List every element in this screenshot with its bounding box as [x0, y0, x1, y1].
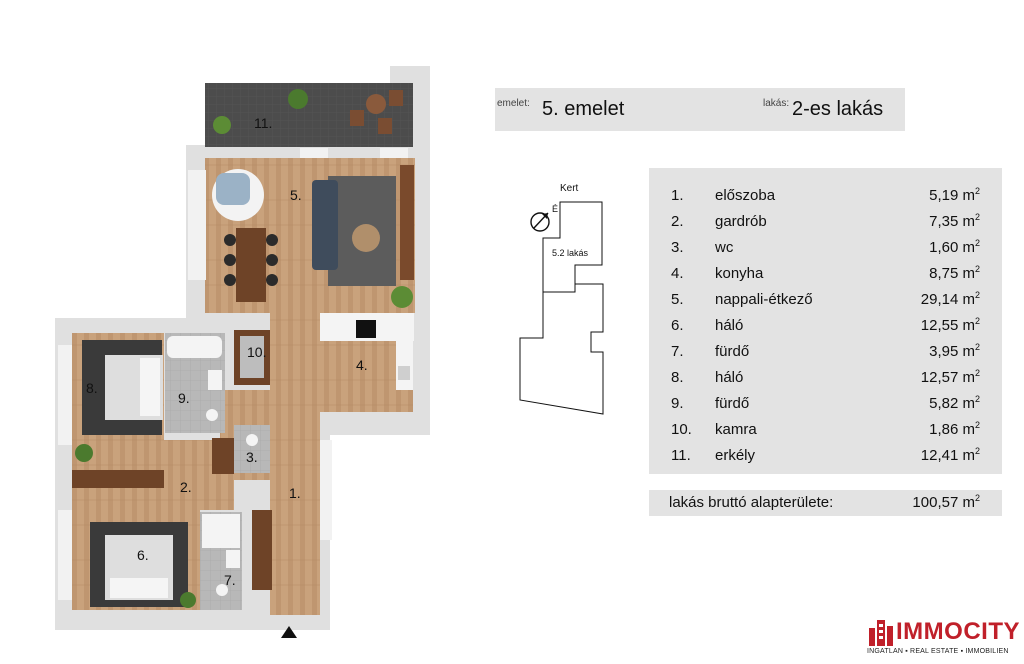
plan-label-2: 2.: [180, 479, 192, 495]
room-wc: [234, 425, 270, 473]
room-area-table: 1. előszoba 5,19 m2 2. gardrób 7,35 m2 3…: [649, 168, 1002, 474]
hall-wardrobe: [252, 510, 272, 590]
building-outline: [542, 201, 603, 293]
balcony-table-icon: [350, 90, 403, 134]
room-row: 8. háló 12,57 m2: [649, 364, 1002, 390]
plan-label-8: 8.: [86, 380, 98, 396]
unit-label: lakás:: [763, 98, 790, 109]
room-row: 11. erkély 12,41 m2: [649, 442, 1002, 468]
room-row: 5. nappali-étkező 29,14 m2: [649, 286, 1002, 312]
compass-icon: [530, 212, 550, 232]
balcony-plant-icon: [213, 89, 308, 134]
room-number: 5.: [671, 291, 684, 308]
room-row: 2. gardrób 7,35 m2: [649, 208, 1002, 234]
total-area-label: lakás bruttó alapterülete:: [669, 494, 834, 511]
room-area: 3,95 m2: [929, 342, 980, 361]
logo-name: IMMOCITY: [896, 618, 1020, 645]
garden-label: Kert: [560, 183, 579, 194]
floor-label: emelet:: [497, 98, 530, 109]
room-row: 1. előszoba 5,19 m2: [649, 182, 1002, 208]
floor-plan: 1. 2. 3. 4. 5. 6. 7. 8. 9. 10. 11.: [55, 66, 430, 638]
unit-value: 2-es lakás: [792, 98, 884, 120]
bed-icon: [90, 522, 188, 607]
room-area: 8,75 m2: [929, 264, 980, 283]
room-number: 11.: [671, 447, 691, 464]
room-area: 12,41 m2: [920, 446, 980, 465]
building-logo-icon: [869, 620, 893, 646]
room-area: 5,82 m2: [929, 394, 980, 413]
room-area: 1,60 m2: [929, 238, 980, 257]
armchair-icon: [212, 169, 264, 221]
room-number: 9.: [671, 395, 684, 412]
room-name: nappali-étkező: [715, 291, 813, 308]
room-area: 12,55 m2: [920, 316, 980, 335]
room-hall: [270, 313, 320, 615]
immocity-logo: IMMOCITY INGATLAN ▪ REAL ESTATE ▪ IMMOBI…: [866, 618, 1020, 660]
room-row: 10. kamra 1,86 m2: [649, 416, 1002, 442]
logo-tagline: INGATLAN ▪ REAL ESTATE ▪ IMMOBILIEN: [867, 648, 1009, 655]
room-balcony: [205, 83, 413, 147]
room-area: 7,35 m2: [929, 212, 980, 231]
plan-label-1: 1.: [289, 485, 301, 501]
room-area: 29,14 m2: [920, 290, 980, 309]
plan-label-3: 3.: [246, 449, 258, 465]
unit-location-label: 5.2 lakás: [552, 248, 589, 258]
room-number: 3.: [671, 239, 684, 256]
room-name: előszoba: [715, 187, 776, 204]
plan-label-5: 5.: [290, 187, 302, 203]
room-number: 6.: [671, 317, 684, 334]
entrance-arrow-icon: [281, 626, 297, 638]
room-name: gardrób: [715, 213, 767, 230]
bathtub-icon: [167, 336, 222, 358]
room-number: 4.: [671, 265, 684, 282]
sink-icon: [398, 366, 410, 380]
room-row: 4. konyha 8,75 m2: [649, 260, 1002, 286]
room-area: 5,19 m2: [929, 186, 980, 205]
bed-icon: [82, 340, 163, 435]
floor-unit-header: emelet: 5. emelet lakás: 2-es lakás: [495, 88, 905, 131]
room-row: 9. fürdő 5,82 m2: [649, 390, 1002, 416]
room-number: 10.: [671, 421, 692, 438]
room-name: erkély: [715, 447, 756, 464]
room-row: 3. wc 1,60 m2: [649, 234, 1002, 260]
room-number: 2.: [671, 213, 684, 230]
room-name: konyha: [715, 265, 764, 282]
dining-table-icon: [224, 228, 278, 302]
room-name: wc: [715, 239, 734, 256]
bedroom-plant-icon: [180, 592, 196, 608]
room-name: kamra: [715, 421, 757, 438]
plan-label-4: 4.: [356, 357, 368, 373]
plan-label-6: 6.: [137, 547, 149, 563]
room-number: 8.: [671, 369, 684, 386]
plan-room-labels: 1. 2. 3. 4. 5. 6. 7. 8. 9. 10. 11.: [86, 115, 368, 588]
floor-value: 5. emelet: [542, 98, 625, 120]
plan-label-9: 9.: [178, 390, 190, 406]
room-name: háló: [715, 369, 744, 386]
tv-cabinet: [400, 165, 414, 280]
plan-label-7: 7.: [224, 572, 236, 588]
room-number: 7.: [671, 343, 684, 360]
plan-label-11: 11.: [254, 115, 272, 131]
building-wing-outline: [519, 283, 604, 415]
orientation-diagram: Kert É 5.2 lakás: [519, 183, 604, 415]
plant-icon: [391, 286, 413, 308]
north-label: É: [552, 204, 558, 214]
bedroom-plant-icon: [75, 444, 93, 462]
total-area-bar: lakás bruttó alapterülete: 100,57 m2: [649, 490, 1002, 516]
room-name: fürdő: [715, 395, 750, 412]
room-name: fürdő: [715, 343, 750, 360]
room-area: 1,86 m2: [929, 420, 980, 439]
room-row: 7. fürdő 3,95 m2: [649, 338, 1002, 364]
cooktop-icon: [356, 320, 376, 338]
room-name: háló: [715, 317, 744, 334]
room-area: 12,57 m2: [920, 368, 980, 387]
sofa-icon: [312, 176, 396, 286]
plan-label-10: 10.: [247, 344, 266, 360]
toilet-icon: [246, 434, 258, 446]
room-number: 1.: [671, 187, 684, 204]
total-area-value: 100,57 m2: [912, 493, 980, 512]
room-row: 6. háló 12,55 m2: [649, 312, 1002, 338]
